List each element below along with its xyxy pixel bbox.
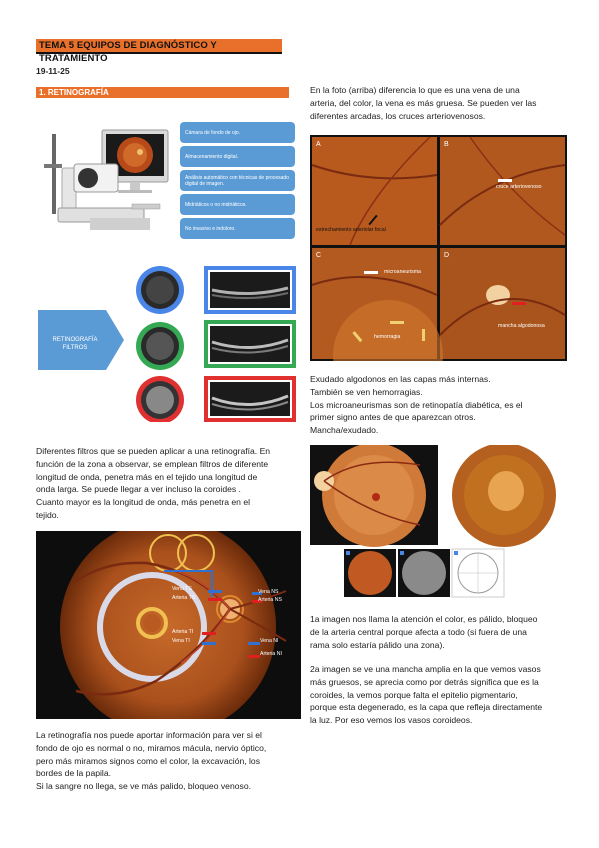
text-line: pero más miramos signos como el color, l… [36, 755, 261, 766]
label-hemorragia: hemorragia [374, 334, 401, 340]
label-vena-ni: Vena NI [260, 638, 279, 644]
intro-paragraph: En la foto (arriba) diferencia lo que es… [310, 84, 570, 122]
page-title: TEMA 5 EQUIPOS DE DIAGNÓSTICO Y TRATAMIE… [36, 39, 282, 64]
info-box: No invasivo e indoloro. [180, 218, 295, 239]
label-vena-ts: Vena TS [172, 586, 192, 592]
text-line: longitud de onda, penetra más en el teji… [36, 471, 258, 482]
text-line: También se ven hemorragias. [310, 386, 423, 397]
text-line: onda larga. Se puede llegar a ver inclus… [36, 484, 241, 495]
text-line: 2a imagen se ve una mancha amplia en la … [310, 664, 541, 674]
info-box: Almacenamiento digital. [180, 146, 295, 167]
date-label: 19-11-25 [36, 66, 70, 76]
text-line: coroides, la vemos porque falta el epite… [310, 689, 518, 700]
bottom-paragraph: La retinografía nos puede aportar inform… [36, 729, 301, 793]
filters-arrow-label: RETINOGRAFÍA FILTROS [52, 337, 98, 351]
exudado-paragraph: Exudado algodonos en las capas más inter… [310, 373, 570, 437]
text-line: más gruesos, se aprecia como por detrás … [310, 676, 539, 687]
label-microaneurisma: microaneurisma [384, 269, 421, 275]
section-heading: 1. RETINOGRAFÍA [36, 87, 289, 98]
text-line: arteria, del color, la vena es más grues… [310, 97, 537, 108]
text-line: primer signo antes de que aparezcan otro… [310, 412, 476, 423]
filters-diagram [38, 266, 296, 422]
filters-paragraph: Diferentes filtros que se pueden aplicar… [36, 445, 301, 522]
text-line: tejido. [36, 509, 59, 520]
title-underline [36, 52, 282, 54]
label-arteria-ni: Arteria NI [260, 651, 282, 657]
labeled-fundus-image [36, 531, 301, 719]
label-arteria-ti: Arteria TI [172, 629, 194, 635]
text-line: Mancha/exudado. [310, 425, 379, 436]
label-vena-ns: Vena NS [258, 589, 279, 595]
text-2a-paragraph: 2a imagen se ve una mancha amplia en la … [310, 663, 570, 727]
comparison-fundus-images [310, 445, 570, 599]
panel-letter-c: C [316, 252, 322, 259]
panel-letter-d: D [444, 252, 450, 259]
text-line: La retinografía nos puede aportar inform… [36, 730, 262, 740]
text-line: bordes de la papila. [36, 768, 112, 779]
retinograph-device-image [40, 108, 174, 242]
text-line: Diferentes filtros que se pueden aplicar… [36, 446, 271, 456]
text-line: porque esta degenerado, es la capa que r… [310, 702, 543, 713]
label-mancha-algodonosa: mancha algodonosa [498, 323, 545, 329]
text-line: la luz. Por eso vemos los vasos coroideo… [310, 715, 473, 726]
text-line: 1a imagen nos llama la atención el color… [310, 614, 538, 624]
text-line: Cuanto mayor es la longitud de onda, más… [36, 497, 251, 508]
label-cruce: cruce arteriovenoso [496, 184, 542, 190]
panel-letter-b: B [444, 141, 449, 148]
text-line: función de la zona a observar, se emplea… [36, 458, 269, 469]
info-box: Cámara de fondo de ojo. [180, 122, 295, 143]
info-box: Análisis automático con técnicas de proc… [180, 170, 295, 191]
four-panel-fundus [310, 135, 567, 361]
panel-letter-a: A [316, 141, 321, 148]
label-arteria-ts: Arteria TS [172, 595, 196, 601]
text-line: de la arteria central porque afecta a to… [310, 626, 527, 637]
text-line: Exudado algodonos en las capas más inter… [310, 374, 491, 384]
text-line: diferentes arcadas, los cruces arteriove… [310, 110, 486, 121]
text-line: En la foto (arriba) diferencia lo que es… [310, 85, 520, 95]
text-line: Si la sangre no llega, se ve más palido,… [36, 781, 251, 792]
text-1a-paragraph: 1a imagen nos llama la atención el color… [310, 613, 570, 651]
text-line: fondo de ojo es normal o no, miramos mác… [36, 742, 267, 753]
label-vena-ti: Vena TI [172, 638, 190, 644]
text-line: Los microaneurismas son de retinopatía d… [310, 399, 523, 410]
info-box: Midriáticos o no midriáticos. [180, 194, 295, 215]
text-line: rama solo estaría pálido una zona). [310, 639, 445, 650]
label-arteria-ns: Arteria NS [258, 597, 282, 603]
label-estrechamiento: estrechamiento arteriolar focal [316, 227, 386, 233]
